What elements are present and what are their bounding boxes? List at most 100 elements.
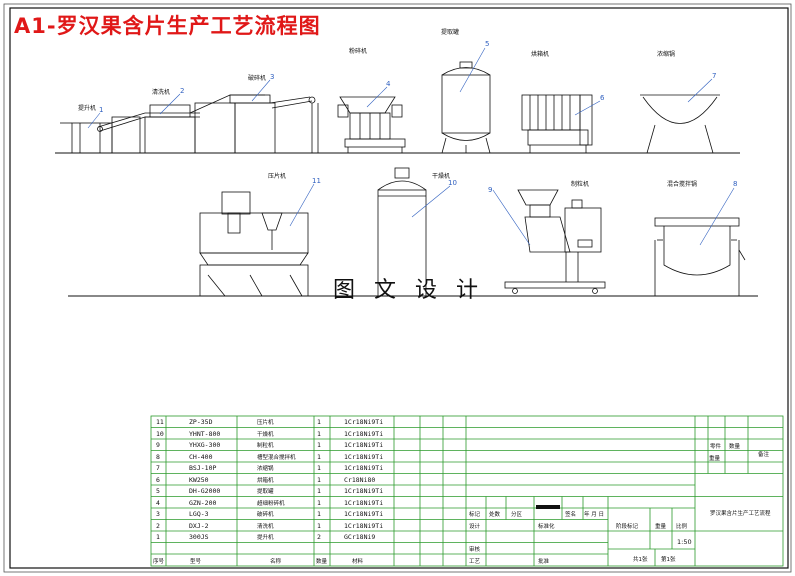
label-extraction-tank: 提取罐 bbox=[441, 29, 460, 36]
number-grinder: 4 bbox=[386, 80, 391, 88]
bom-cell-material: 1Cr18Ni9Ti bbox=[344, 452, 384, 461]
bom-cell-name: 提升机 bbox=[257, 535, 274, 541]
tb-amount: 数量 bbox=[729, 444, 741, 450]
bom-cell-model: DH-G2000 bbox=[189, 487, 221, 495]
number-dryer: 10 bbox=[448, 179, 457, 187]
tb-mark: 标记 bbox=[469, 512, 481, 518]
tb-review: 审核 bbox=[469, 547, 481, 553]
bom-cell-material: Cr18Ni80 bbox=[344, 475, 376, 484]
bom-cell-no: 5 bbox=[156, 487, 160, 495]
bom-cell-material: 1Cr18Ni9Ti bbox=[344, 429, 384, 438]
bom-cell-qty: 1 bbox=[317, 487, 321, 495]
bom-cell-model: GZN-200 bbox=[189, 498, 217, 507]
bom-cell-qty: 2 bbox=[317, 533, 321, 541]
bom-cell-material: 1Cr18Ni9Ti bbox=[344, 498, 384, 507]
bom-cell-no: 11 bbox=[156, 418, 164, 426]
number-elevator: 1 bbox=[99, 106, 104, 114]
drawing-title: A1-罗汉果含片生产工艺流程图 bbox=[14, 14, 321, 38]
tb-count: 处数 bbox=[489, 512, 501, 518]
bom-cell-no: 6 bbox=[156, 475, 160, 484]
tb-sign: 签名 bbox=[565, 512, 577, 518]
bom-cell-model: CH-400 bbox=[189, 452, 213, 461]
tb-scale: 1:50 bbox=[677, 538, 692, 546]
granulator-machine bbox=[504, 189, 606, 294]
watermark-text: 图 文 设 计 bbox=[333, 278, 484, 303]
bom-cell-material: 1Cr18Ni9Ti bbox=[344, 441, 384, 449]
number-concentrator: 7 bbox=[712, 72, 717, 80]
tablet-press-machine bbox=[199, 191, 309, 297]
bom-cell-name: 超细粉碎机 bbox=[257, 500, 285, 507]
bom-cell-model: ZP-35D bbox=[189, 418, 213, 426]
mixing-pot bbox=[654, 217, 746, 296]
label-concentrator: 浓缩锅 bbox=[657, 51, 676, 58]
bom-header-material: 材料 bbox=[352, 559, 364, 565]
bom-header-no: 序号 bbox=[153, 559, 165, 565]
number-oven: 6 bbox=[600, 94, 605, 102]
label-tablet-press: 压片机 bbox=[268, 173, 287, 180]
label-elevator: 提升机 bbox=[78, 105, 97, 112]
number-granulator: 9 bbox=[488, 186, 493, 194]
tb-weight: 重量 bbox=[655, 524, 667, 530]
label-crusher: 破碎机 bbox=[248, 75, 267, 82]
bom-cell-model: YHXG-300 bbox=[189, 441, 221, 449]
bom-cell-qty: 1 bbox=[317, 429, 321, 438]
bom-cell-model: KW250 bbox=[189, 475, 209, 484]
tb-total-sheets: 共1张 bbox=[633, 557, 648, 563]
bom-cell-qty: 1 bbox=[317, 498, 321, 507]
bom-cell-name: 制粒机 bbox=[257, 443, 274, 449]
bom-cell-name: 压片机 bbox=[257, 420, 274, 426]
bom-cell-no: 8 bbox=[156, 452, 160, 461]
bom-header-model: 型号 bbox=[190, 559, 202, 565]
label-dryer: 干燥机 bbox=[432, 173, 451, 180]
bom-cell-model: BSJ-10P bbox=[189, 464, 217, 472]
bom-cell-qty: 1 bbox=[317, 475, 321, 484]
washer-machine bbox=[97, 104, 200, 154]
bom-header-name: 名称 bbox=[270, 559, 282, 565]
label-grinder: 粉碎机 bbox=[349, 48, 368, 55]
label-oven: 烘箱机 bbox=[531, 51, 550, 58]
bom-cell-no: 7 bbox=[156, 464, 160, 472]
tb-approve: 批准 bbox=[538, 559, 550, 565]
bom-cell-material: GCr18Ni9 bbox=[344, 533, 376, 541]
number-mixing-pot: 8 bbox=[733, 180, 738, 188]
tb-unit-weight: 重量 bbox=[709, 456, 721, 462]
label-granulator: 制粒机 bbox=[571, 181, 590, 188]
grinder-machine bbox=[337, 96, 406, 153]
bom-cell-no: 1 bbox=[156, 533, 160, 541]
tb-drawing-name: 罗汉果含片生产工艺流程 bbox=[710, 511, 771, 517]
bom-cell-qty: 1 bbox=[317, 418, 321, 426]
bom-cell-material: 1Cr18Ni9Ti bbox=[344, 521, 384, 530]
bom-cell-material: 1Cr18Ni9Ti bbox=[344, 464, 384, 472]
bom-cell-material: 1Cr18Ni9Ti bbox=[344, 510, 384, 518]
bom-cell-model: DXJ-2 bbox=[189, 521, 209, 530]
tb-standardize: 标准化 bbox=[538, 524, 555, 530]
bom-cell-model: YHNT-800 bbox=[189, 429, 221, 438]
bom-cell-no: 3 bbox=[156, 510, 160, 518]
extraction-tank bbox=[441, 61, 491, 154]
drawing-border bbox=[9, 7, 789, 569]
bom-cell-no: 2 bbox=[156, 521, 160, 530]
number-crusher: 3 bbox=[270, 73, 275, 81]
oven-machine bbox=[521, 94, 593, 153]
tb-part-no: 零件 bbox=[710, 444, 722, 450]
concentrator-pot bbox=[640, 94, 720, 154]
bom-cell-model: 300JS bbox=[189, 533, 209, 541]
tb-stage-mark: 阶段标记 bbox=[616, 524, 639, 530]
tb-zone: 分区 bbox=[511, 512, 523, 518]
bom-cell-name: 槽型混合搅拌机 bbox=[257, 454, 296, 461]
bom-cell-qty: 1 bbox=[317, 464, 321, 472]
label-mixing-pot: 混合搅拌锅 bbox=[667, 181, 698, 188]
bom-cell-name: 干燥机 bbox=[257, 431, 274, 438]
tb-scale-label: 比例 bbox=[676, 524, 688, 530]
bom-cell-qty: 1 bbox=[317, 452, 321, 461]
number-extraction-tank: 5 bbox=[485, 40, 490, 48]
tb-sheet-no: 第1张 bbox=[661, 557, 676, 563]
label-washer: 清洗机 bbox=[152, 89, 171, 96]
bom-cell-name: 提取罐 bbox=[257, 489, 274, 495]
change-bar bbox=[536, 505, 560, 509]
bom-cell-no: 9 bbox=[156, 441, 160, 449]
crusher-machine bbox=[189, 94, 319, 154]
bom-cell-no: 10 bbox=[156, 429, 164, 438]
tb-remark: 备注 bbox=[758, 452, 770, 458]
